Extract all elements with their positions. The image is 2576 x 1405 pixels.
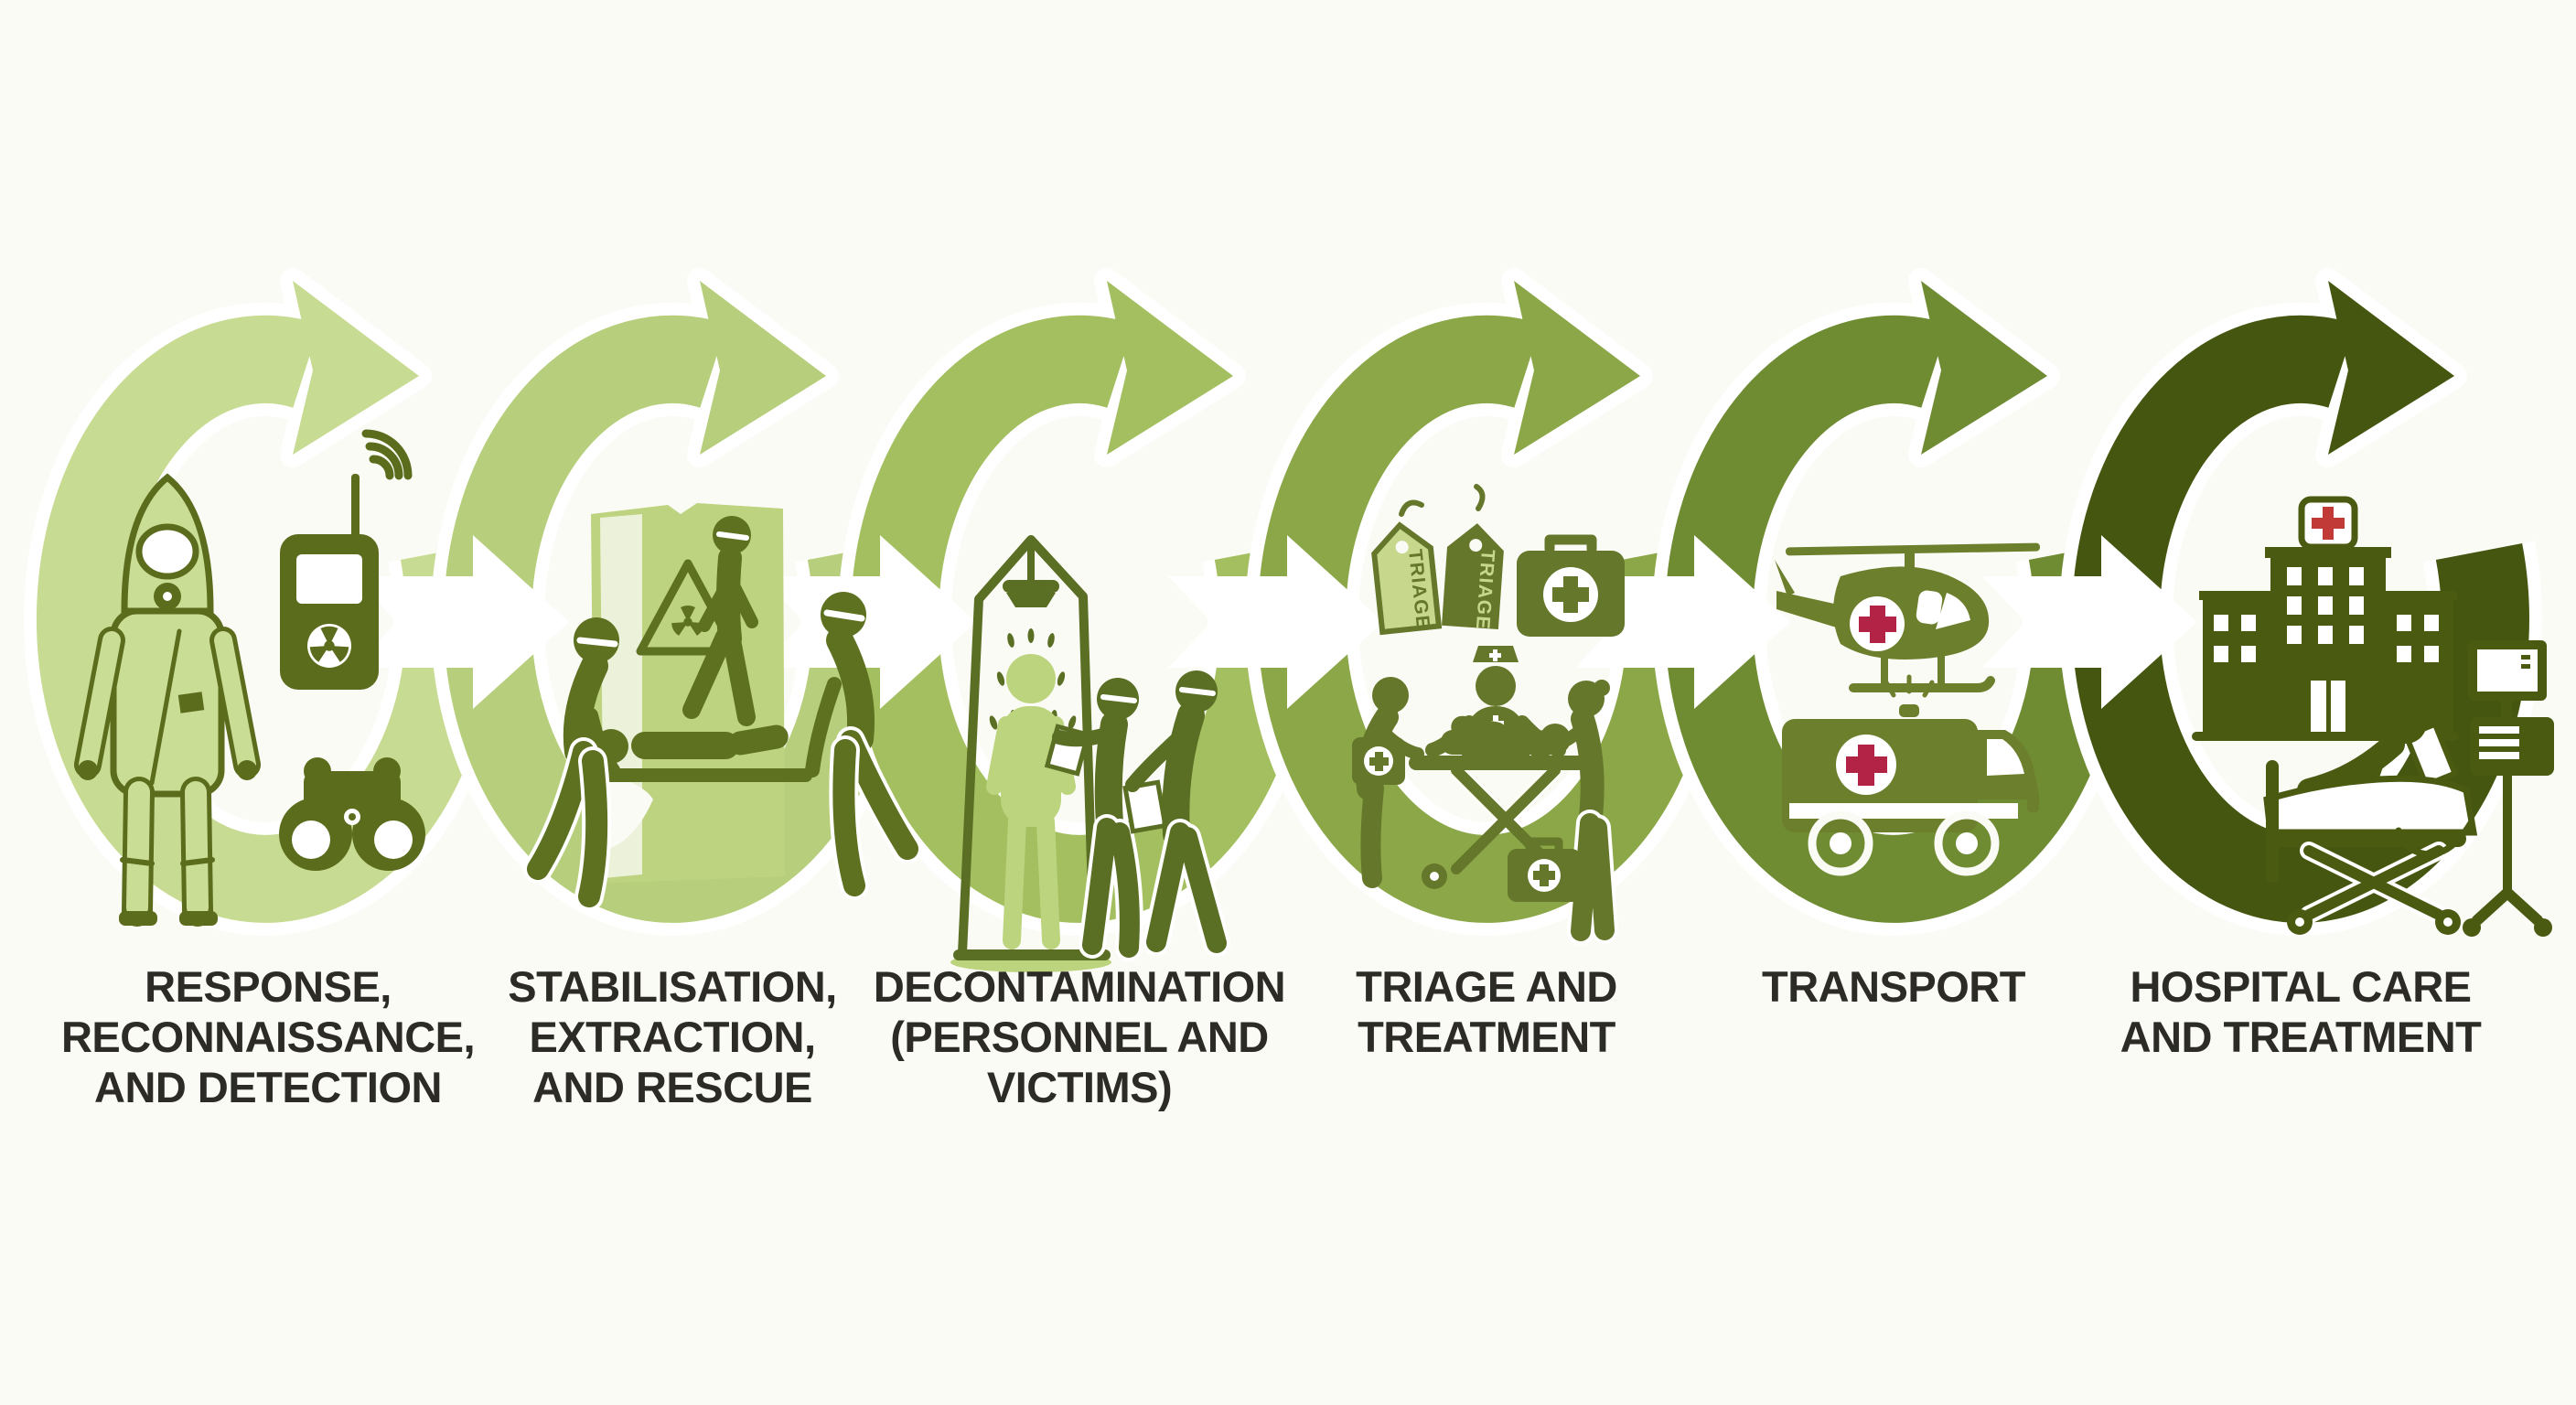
stage2-label: STABILISATION, EXTRACTION, AND RESCUE [457, 962, 887, 1113]
stage2-label-line: AND RESCUE [532, 1062, 812, 1111]
stage1-label-line: RESPONSE, [145, 962, 392, 1011]
walking-rescuer-icon [682, 516, 758, 726]
stage2-label-line: EXTRACTION, [529, 1012, 816, 1061]
vital-signs-monitor-icon [2395, 640, 2554, 937]
stage4-label-line: TREATMENT [1358, 1012, 1615, 1061]
stage1-label-line: RECONNAISSANCE, [60, 1012, 476, 1061]
binoculars-icon [279, 757, 425, 871]
stage6-icons [2192, 496, 2554, 937]
stage3-label: DECONTAMINATION (PERSONNEL AND VICTIMS) [864, 962, 1294, 1113]
first-aid-kit-icon [1517, 534, 1625, 637]
stage5-label: TRANSPORT [1679, 962, 2109, 1013]
stage4-label-line: TRIAGE AND [1356, 962, 1617, 1011]
stage5-icons [1775, 542, 2040, 876]
stage3-icons [950, 535, 1230, 972]
treatment-table-scene-icon [1352, 646, 1618, 945]
patient-in-bed-icon [2263, 702, 2478, 935]
damaged-structure-radiation-sign-icon [591, 503, 785, 884]
stage6-label-line: HOSPITAL CARE [2130, 962, 2472, 1011]
stage4-label: TRIAGE AND TREATMENT [1272, 962, 1701, 1063]
stage5-label-line: TRANSPORT [1762, 962, 2025, 1011]
victim-being-washed-icon [986, 654, 1076, 949]
medevac-helicopter-icon [1775, 542, 2040, 692]
stage1-label-line: AND DETECTION [94, 1062, 442, 1111]
stage4-icons: TRIAGE TRIAGE [1352, 484, 1625, 945]
hazmat-suit-responder-icon [74, 473, 261, 927]
stage3-label-line: (PERSONNEL AND [890, 1012, 1269, 1061]
stretcher-carry-team-icon [523, 592, 922, 911]
stage1-label: RESPONSE, RECONNAISSANCE, AND DETECTION [53, 962, 483, 1113]
ambulance-icon [1782, 674, 2040, 876]
stage2-label-line: STABILISATION, [508, 962, 837, 1011]
stage1-icons [74, 429, 425, 927]
stage3-label-line: VICTIMS) [986, 1062, 1173, 1111]
hospital-building-icon [2192, 496, 2459, 741]
stage6-label-line: AND TREATMENT [2120, 1012, 2482, 1061]
stage6-label: HOSPITAL CARE AND TREATMENT [2086, 962, 2516, 1063]
radiation-detector-icon [280, 429, 413, 690]
decon-workers-with-towels-icon [1044, 670, 1230, 961]
stage3-label-line: DECONTAMINATION [873, 962, 1286, 1011]
triage-tags-icon: TRIAGE TRIAGE [1371, 484, 1504, 636]
stage2-icons [523, 503, 922, 911]
